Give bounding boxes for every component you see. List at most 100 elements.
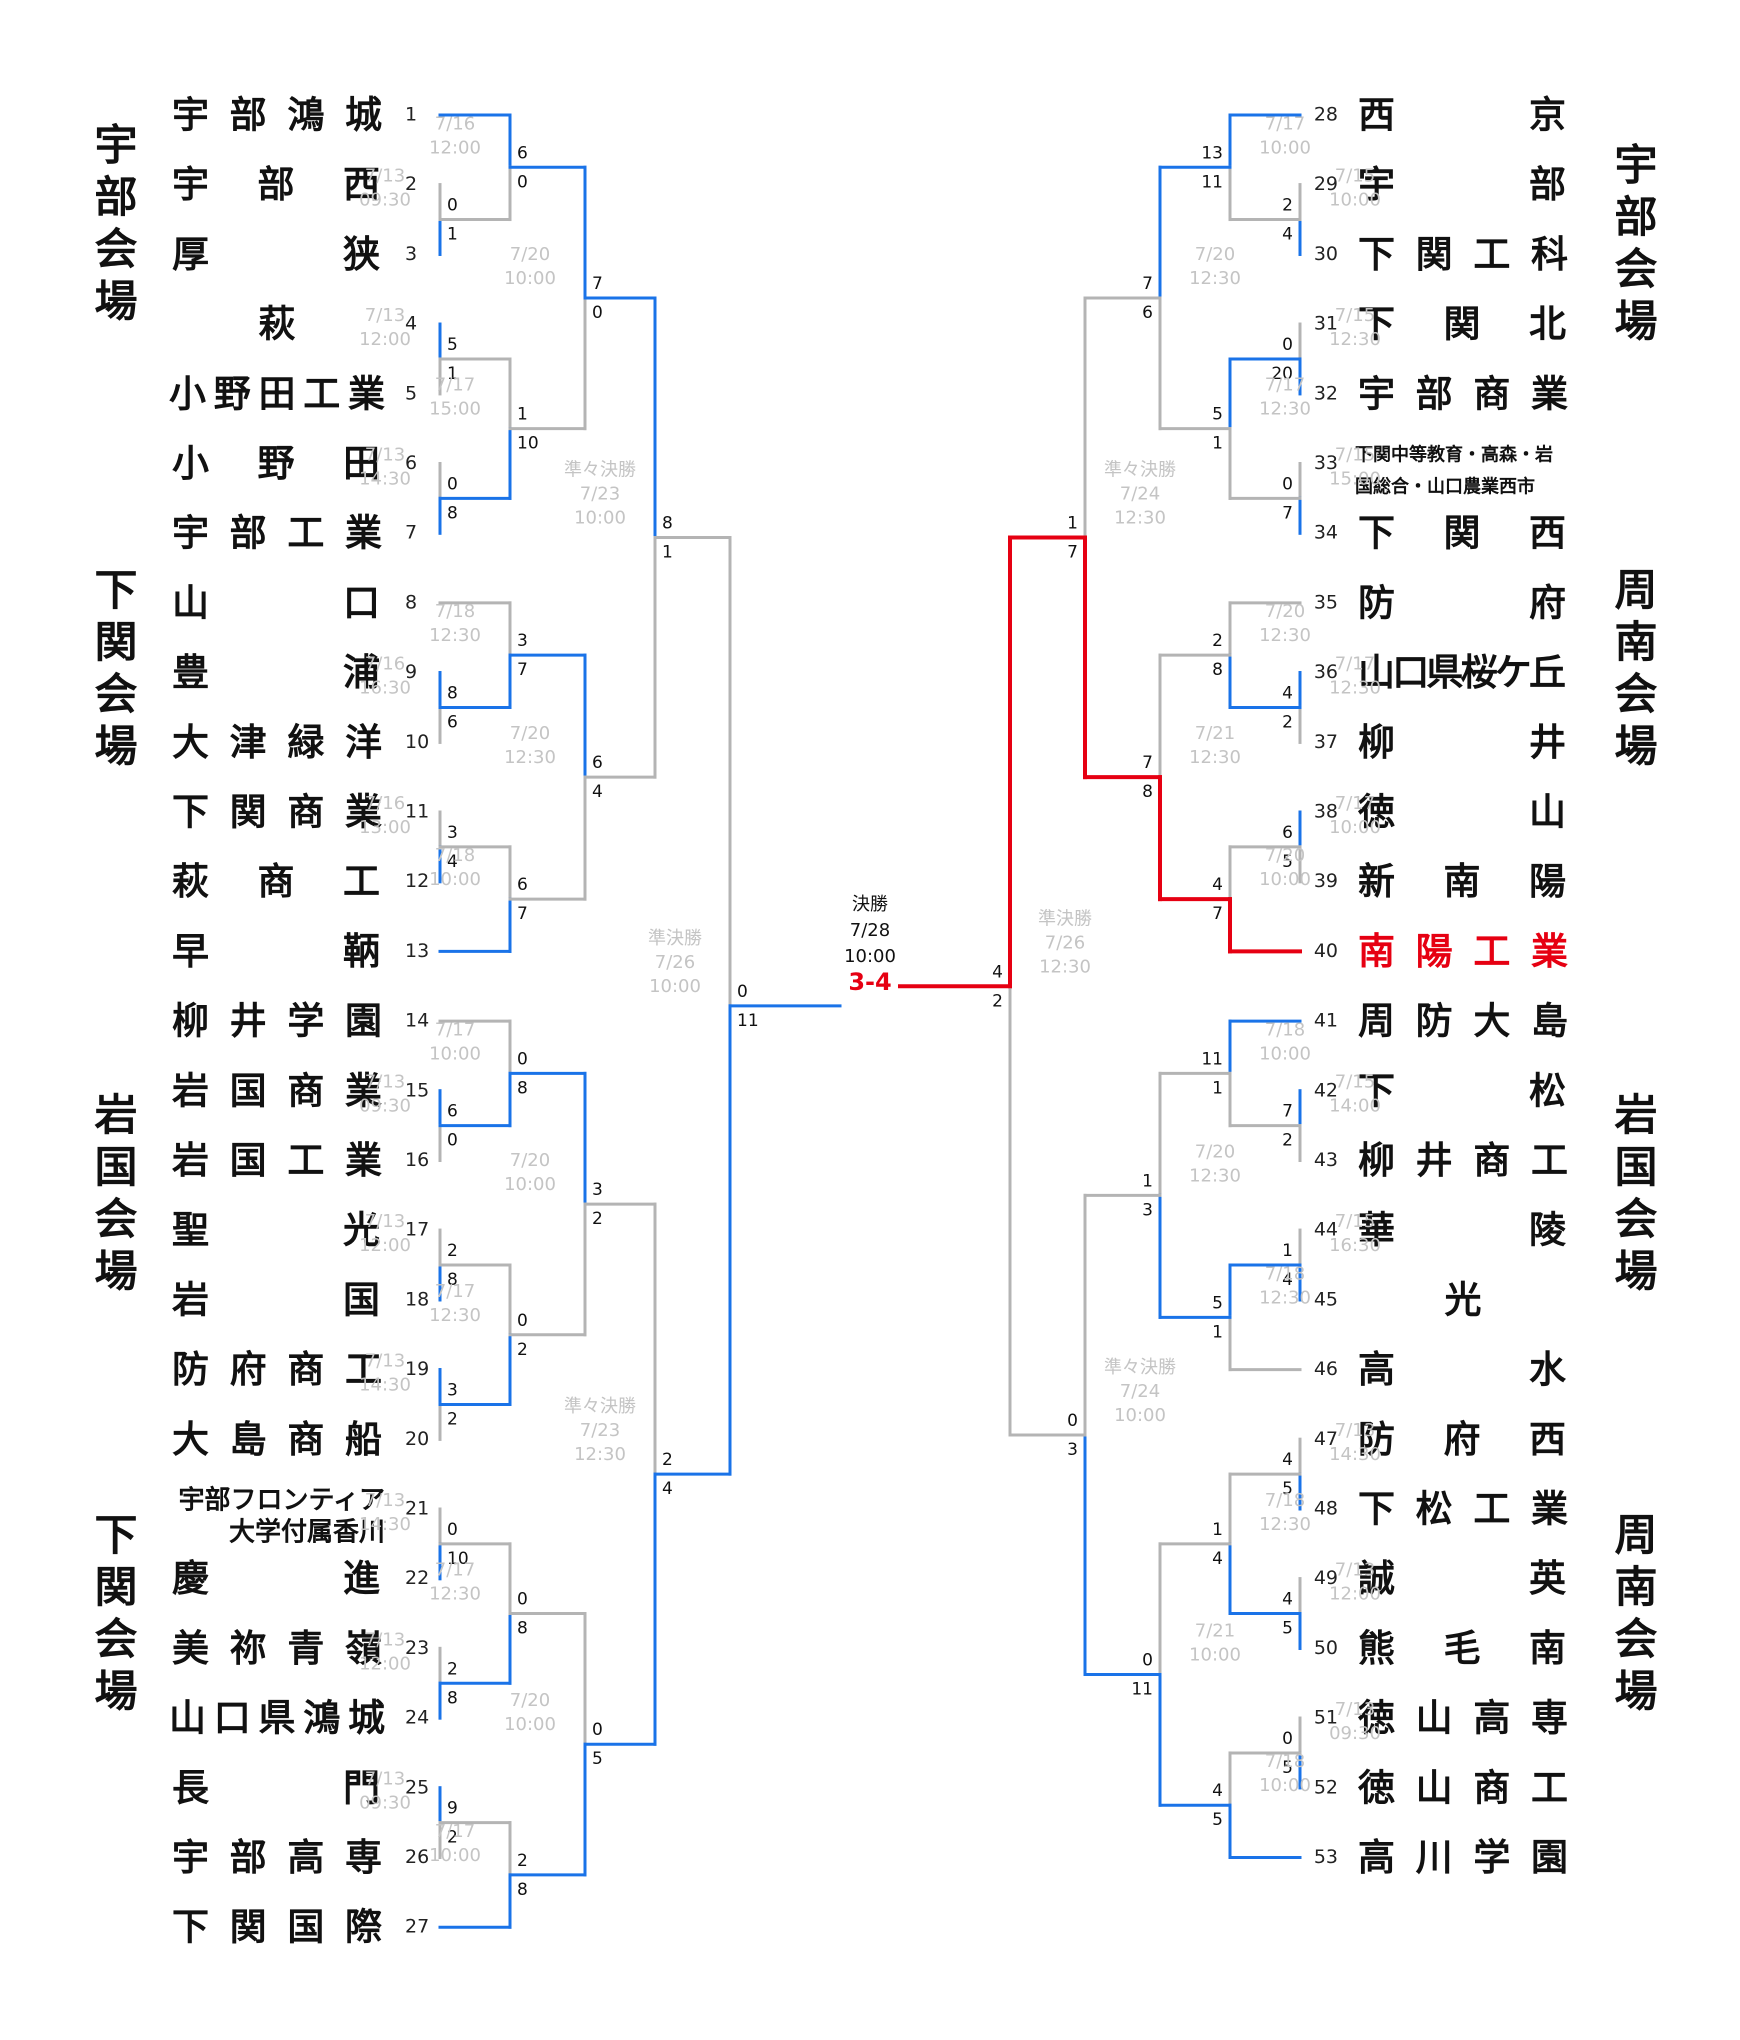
match-date: 7/17 [1265,113,1305,134]
match-date: 7/13 [365,1769,405,1790]
match-time: 12:30 [1039,956,1091,977]
seed-number: 51 [1314,1707,1338,1729]
seed-number: 40 [1314,940,1338,962]
team-name: 徳山高専 [1357,1697,1568,1740]
match-date: 7/16 [435,113,475,134]
match-date: 7/13 [365,1490,405,1511]
seed-number: 30 [1314,243,1338,265]
match-score-top: 2 [662,1450,673,1470]
match-time: 12:00 [359,1653,411,1674]
match-date: 7/15 [1335,1211,1375,1232]
match-time: 14:30 [359,1374,411,1395]
match-score-top: 6 [1282,823,1293,843]
team-name: 慶進 [172,1557,380,1600]
match-score-top: 3 [447,823,458,843]
seed-number: 13 [405,940,429,962]
team-name: 下関北 [1358,303,1566,346]
seed-number: 15 [405,1079,429,1101]
team-name: 下関商業 [172,791,382,834]
match-date: 7/21 [1195,1621,1235,1642]
match-score-bottom: 0 [447,1131,458,1151]
seed-number: 41 [1314,1010,1338,1032]
match-score-bottom: 8 [517,1880,528,1900]
match-time: 12:30 [1114,508,1166,529]
team-name: 下関国際 [172,1906,382,1949]
match-score-bottom: 4 [1282,1270,1293,1290]
match-date: 7/13 [1335,1699,1375,1720]
match-time: 10:00 [1259,1775,1311,1796]
match-date: 7/26 [655,952,695,973]
match-score-bottom: 8 [447,1688,458,1708]
match-date: 7/13 [365,1629,405,1650]
match-time: 10:00 [504,268,556,289]
match-score-top: 6 [592,753,603,773]
team-name: 萩商工 [172,860,380,903]
match-time: 10:00 [1259,137,1311,158]
match-date: 7/17 [435,1019,475,1040]
match-score-bottom: 5 [1282,1479,1293,1499]
match-time: 13:00 [359,817,411,838]
team-name: 華陵 [1358,1209,1567,1252]
match-date: 7/17 [1335,653,1375,674]
venue-label: 周南会場 [1607,567,1658,775]
team-name: 防府商工 [172,1348,382,1391]
match-score-top: 0 [1142,1651,1153,1671]
seed-number: 31 [1314,313,1338,335]
team-name: 小野田 [172,442,380,485]
match-time: 12:30 [574,1444,626,1465]
match-date: 7/18 [1265,1263,1305,1284]
seed-number: 44 [1314,1219,1338,1241]
seed-number: 50 [1314,1637,1338,1659]
match-score-top: 6 [517,143,528,163]
team-name: 柳井 [1358,721,1566,764]
match-score-top: 0 [1282,335,1293,355]
match-score-top: 1 [1142,1171,1153,1191]
seed-number: 7 [405,522,417,544]
match-time: 10:00 [1329,190,1381,211]
match-time: 10:00 [429,1845,481,1866]
match-score-top: 8 [662,514,673,534]
seed-number: 17 [405,1219,429,1241]
match-date: 7/20 [1265,845,1305,866]
match-score-bottom: 5 [1282,1758,1293,1778]
match-score-top: 0 [517,1049,528,1069]
seed-number: 47 [1314,1428,1338,1450]
match-score-top: 13 [1201,143,1223,163]
team-name: 宇部鴻城 [172,94,382,137]
venue-label: 周南会場 [1607,1512,1658,1720]
match-date: 7/17 [1265,375,1305,396]
match-score-top: 2 [517,1851,528,1871]
team-name: 岩国 [172,1278,380,1321]
match-score-top: 1 [517,405,528,425]
round-label: 準々決勝 [564,1396,636,1417]
seed-number: 45 [1314,1288,1338,1310]
final-date: 7/28 [850,920,890,941]
seed-number: 14 [405,1010,429,1032]
match-time: 15:00 [429,399,481,420]
match-score-top: 0 [1067,1411,1078,1431]
team-name-line2: 国総合・山口農業西市 [1355,476,1535,498]
match-date: 7/18 [435,601,475,622]
seed-number: 4 [405,313,417,335]
match-time: 09:30 [359,1793,411,1814]
seed-number: 21 [405,1498,429,1520]
match-time: 12:00 [1329,1584,1381,1605]
venue-label: 宇部会場 [87,122,138,330]
seed-number: 16 [405,1149,429,1171]
match-time: 14:00 [1329,1096,1381,1117]
team-name: 高水 [1358,1348,1567,1391]
match-time: 12:00 [429,137,481,158]
match-date: 7/17 [435,375,475,396]
final-round-label: 決勝 [852,894,888,915]
match-score-top: 7 [1142,274,1153,294]
match-score-bottom: 8 [517,1619,528,1639]
team-name: 下松 [1358,1069,1566,1112]
match-score-bottom: 2 [992,991,1003,1011]
match-time: 12:30 [1189,268,1241,289]
team-name: 光 [1445,1278,1482,1321]
venue-label: 下関会場 [87,1512,138,1720]
match-date: 7/20 [1265,601,1305,622]
match-time: 16:30 [359,677,411,698]
match-date: 7/20 [1195,1141,1235,1162]
